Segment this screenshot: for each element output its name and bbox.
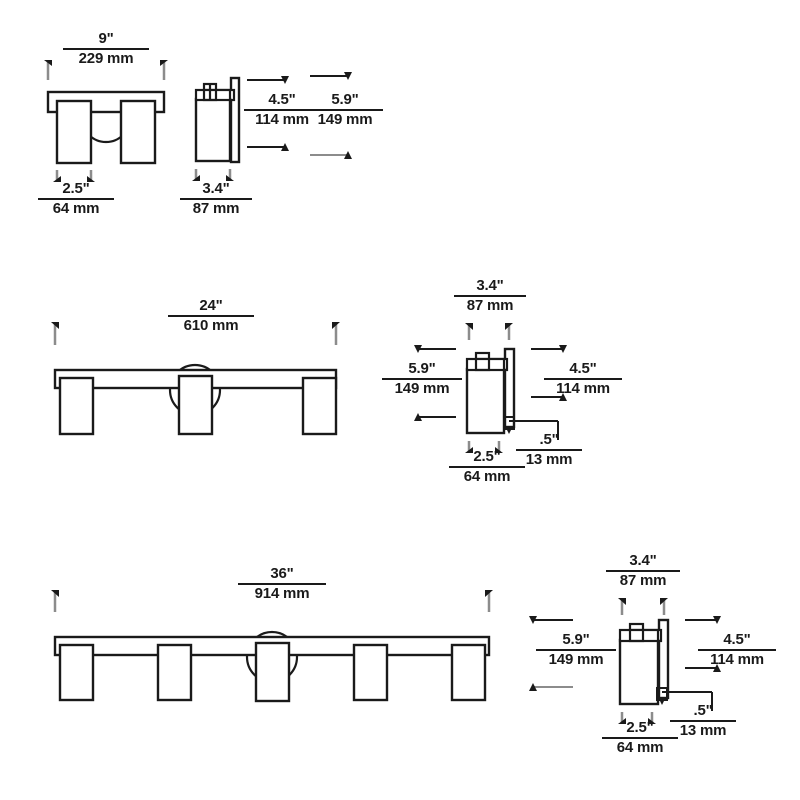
dimension-imperial: 3.4" [629,552,657,569]
dimension-divider [602,736,678,739]
dimension-divider [168,314,254,317]
dimension-label-v3-depth: 2.5" 64 mm [599,720,681,755]
dimension-imperial: 4.5" [569,360,597,377]
dimension-divider [238,582,326,585]
dimension-label-v2-shade-width: 3.4" 87 mm [450,278,530,313]
dimension-imperial: .5" [693,702,713,719]
dimension-imperial: 5.9" [562,631,590,648]
depth-extension-lines [465,441,503,453]
dimension-label-v2-projection: 4.5" 114 mm [543,361,623,396]
shade-width-extension-lines [465,323,513,340]
dimension-imperial: 4.5" [268,91,296,108]
dimension-divider [382,377,462,380]
dimension-divider [63,47,149,50]
width-extension-lines [51,590,493,612]
dimension-divider [38,197,114,200]
projection-dimension-arrows [685,616,721,672]
dimension-metric: 149 mm [548,650,604,668]
dimension-metric: 64 mm [463,467,511,485]
dimension-divider [244,108,320,111]
dimension-metric: 114 mm [556,379,610,397]
dimension-imperial: 2.5" [62,180,90,197]
height-dimension-arrows [529,616,573,691]
dimension-imperial: 2.5" [473,448,501,465]
dimension-divider [516,448,582,451]
shade-width-extension-lines [618,598,668,615]
dimension-label-v2-width: 24" 610 mm [165,298,257,333]
dimension-metric: 87 mm [619,571,667,589]
dimension-imperial: .5" [539,431,559,448]
dimension-metric: 610 mm [183,316,239,334]
depth-extension-lines [618,712,656,724]
dimension-metric: 64 mm [52,199,100,217]
variant-three-light-side-view [414,323,567,453]
variant-two-light-side-view [192,72,352,181]
dimension-label-v3-height: 5.9" 149 mm [535,632,617,667]
dimension-imperial: 3.4" [476,277,504,294]
height-dimension-arrows [414,345,456,421]
dimension-metric: 87 mm [466,296,514,314]
dimension-label-v1-width: 9" 229 mm [60,31,152,66]
dimension-metric: 114 mm [255,110,309,128]
dimension-metric: 229 mm [78,49,134,67]
dimension-imperial: 2.5" [626,719,654,736]
backplate-leader-line [656,687,713,711]
dimension-divider [307,108,383,111]
dimension-divider [454,294,526,297]
dimension-divider [544,377,622,380]
dimension-metric: 149 mm [394,379,450,397]
dimension-divider [606,569,680,572]
dimension-metric: 149 mm [317,110,373,128]
dimension-label-v2-depth: 2.5" 64 mm [446,449,528,484]
projection-dimension-arrows [531,345,567,401]
dimension-label-v1-projection: 4.5" 114 mm [243,92,321,127]
width-extension-lines [44,60,168,80]
dimension-divider [698,648,776,651]
dimension-label-v3-width: 36" 914 mm [236,566,328,601]
dimension-imperial: 3.4" [202,180,230,197]
dimension-label-v1-height: 5.9" 149 mm [306,92,384,127]
dimension-label-v1-depth: 2.5" 64 mm [35,181,117,216]
dimension-imperial: 36" [270,565,294,582]
dimension-divider [449,465,525,468]
shade-width-extension-lines [192,169,234,181]
dimension-divider [670,719,736,722]
dimension-metric: 914 mm [254,584,310,602]
dimension-metric: 13 mm [679,721,727,739]
dimension-metric: 87 mm [192,199,240,217]
dimension-metric: 64 mm [616,738,664,756]
dimension-imperial: 5.9" [331,91,359,108]
dimension-label-v3-shade-width: 3.4" 87 mm [603,553,683,588]
variant-three-light-front-view [51,322,340,436]
dimension-label-v2-height: 5.9" 149 mm [381,361,463,396]
height-dimension-arrows [310,72,352,159]
dimension-label-v3-backplate: .5" 13 mm [669,703,737,738]
dimension-divider [536,648,616,651]
depth-extension-lines [53,170,95,182]
width-extension-lines [51,322,340,345]
dimension-divider [180,197,252,200]
dimension-label-v3-projection: 4.5" 114 mm [697,632,777,667]
backplate-leader-line [503,416,559,440]
variant-five-light-side-view [529,598,721,724]
dimension-metric: 114 mm [710,650,764,668]
dimension-imperial: 5.9" [408,360,436,377]
dimension-imperial: 9" [98,30,114,47]
dimension-label-v2-backplate: .5" 13 mm [515,432,583,467]
dimension-imperial: 4.5" [723,631,751,648]
dimension-imperial: 24" [199,297,223,314]
projection-dimension-arrows [247,76,289,151]
variant-five-light-front-view [51,590,493,703]
dimension-metric: 13 mm [525,450,573,468]
variant-two-light-front-view [44,60,168,182]
dimension-label-v1-shade-width: 3.4" 87 mm [176,181,256,216]
